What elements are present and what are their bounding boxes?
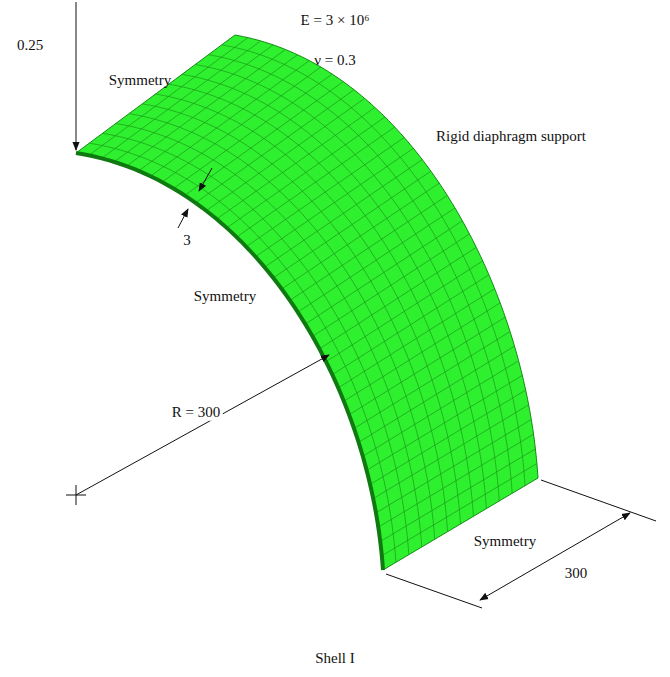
- mesh-line: [156, 94, 461, 524]
- mesh-line: [103, 133, 409, 554]
- shell-surface: [76, 35, 538, 570]
- mesh-line: [129, 114, 435, 540]
- mesh-line: [209, 55, 513, 494]
- thickness-value: 3: [183, 232, 191, 249]
- thickness-arrow: [199, 168, 212, 191]
- mesh-line: [89, 143, 396, 562]
- radius-line: [76, 355, 329, 495]
- extension-line: [541, 480, 656, 521]
- boundary-label: Symmetry: [194, 288, 257, 305]
- mesh-line: [116, 124, 422, 548]
- boundary-label: Symmetry: [109, 72, 172, 89]
- mesh-line: [222, 45, 525, 486]
- center-mark: [76, 485, 77, 505]
- load-value: 0.25: [17, 37, 43, 54]
- mesh-line: [142, 104, 447, 532]
- material-modulus: E = 3 × 10⁶: [301, 12, 370, 29]
- thickness-arrow: [178, 209, 188, 228]
- boundary-label: Rigid diaphragm support: [436, 128, 586, 145]
- length-dimension: 300: [565, 565, 588, 582]
- extension-line: [386, 574, 482, 608]
- dimension-line: [480, 513, 630, 600]
- shell-mesh: [89, 38, 537, 563]
- radius-label: R = 300: [169, 404, 223, 421]
- shell-thickness-edge: [76, 153, 383, 570]
- load-arrow: [76, 2, 77, 150]
- figure-caption: Shell I: [315, 650, 355, 667]
- poisson-ratio: ν = 0.3: [314, 52, 356, 69]
- mesh-line: [169, 84, 474, 516]
- boundary-label: Symmetry: [474, 533, 537, 550]
